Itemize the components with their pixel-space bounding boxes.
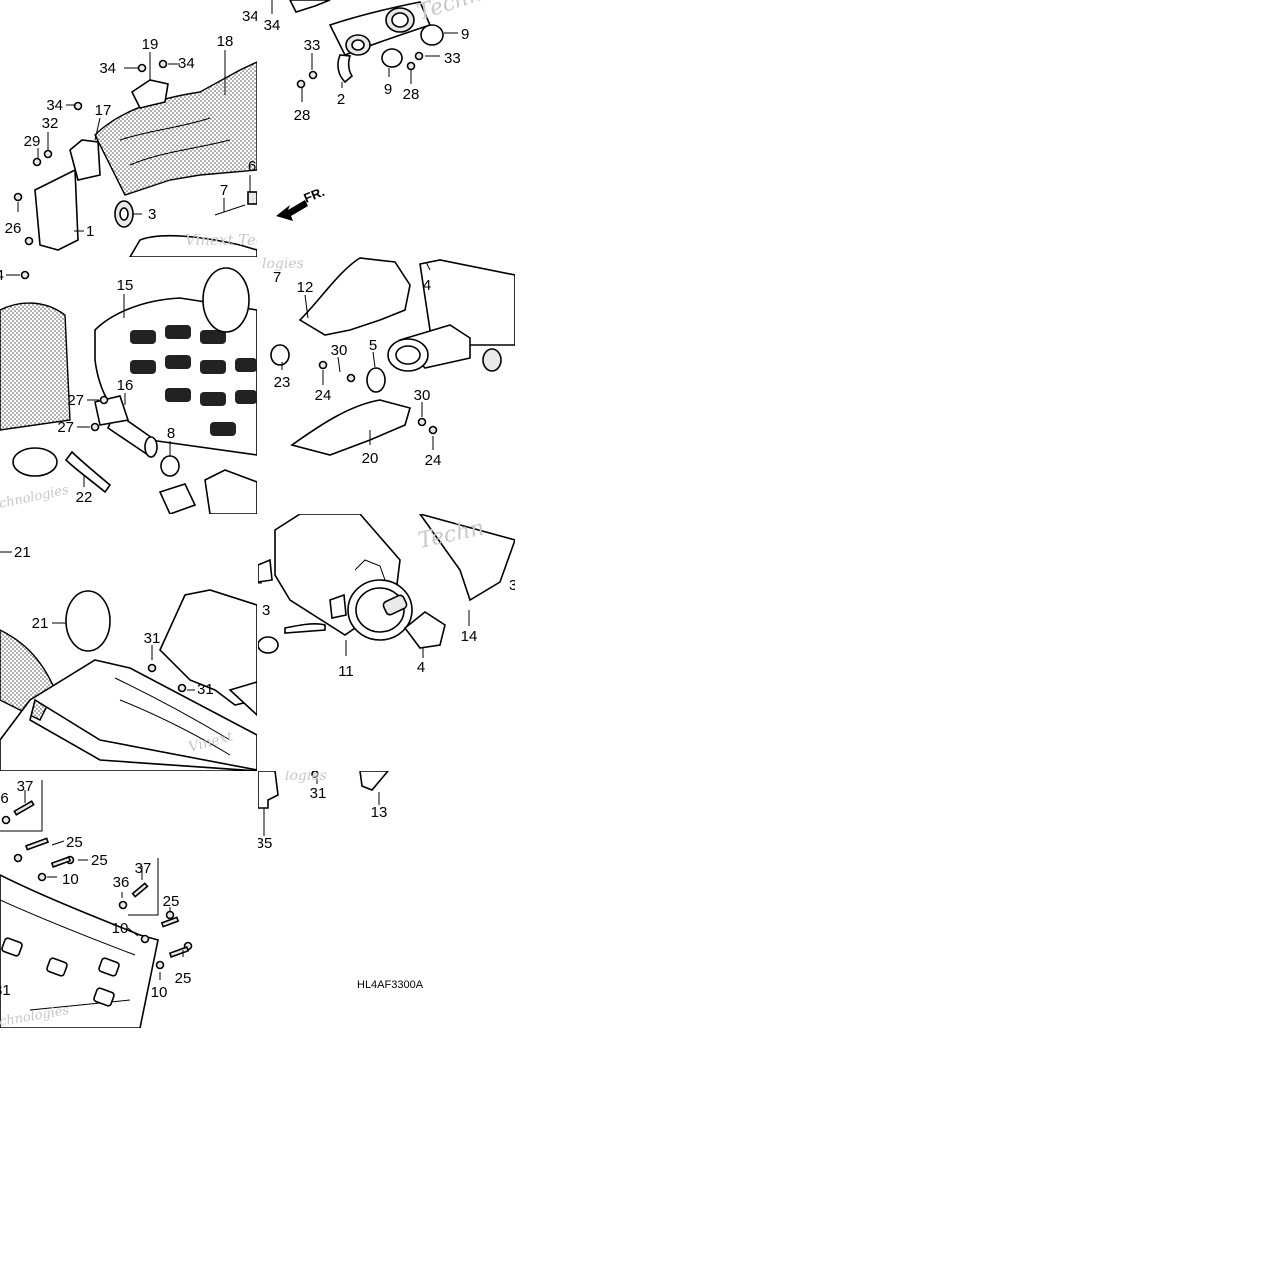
- callout: 19: [142, 36, 159, 53]
- callout: 7: [273, 269, 281, 286]
- callout: 10: [230, 581, 247, 598]
- callout: 34: [178, 55, 195, 72]
- callout: 37: [17, 778, 34, 795]
- callout: 34: [46, 97, 63, 114]
- callout: 17: [95, 102, 112, 119]
- callout: 5: [369, 337, 377, 354]
- watermark: chnologies: [0, 482, 70, 511]
- callout: 37: [135, 860, 152, 877]
- callout: 9: [461, 26, 469, 43]
- callout: 29: [24, 133, 41, 150]
- diagram-code: HL4AF3300A: [357, 979, 424, 991]
- callout: 2: [337, 91, 345, 108]
- callout: 28: [403, 86, 420, 103]
- front-direction-arrow-icon: FR.: [276, 184, 327, 221]
- callout: 16: [117, 377, 134, 394]
- callout: 10: [112, 920, 129, 937]
- callout: 6: [248, 158, 256, 175]
- tile-mid-pipe: 7 12 4 30 5 23 24 30 20 24 logies: [262, 256, 515, 469]
- tile-bracket-parts: 31 13 35 logies: [256, 768, 390, 852]
- callout: 13: [371, 804, 388, 821]
- callout: 36: [0, 790, 9, 807]
- callout: 4: [417, 659, 425, 676]
- callout: 3: [148, 206, 156, 223]
- callout: 21: [32, 615, 49, 632]
- callout: 26: [5, 220, 22, 237]
- callout: 22: [76, 489, 93, 506]
- front-arrow-label: FR.: [302, 184, 327, 206]
- tile-heat-shield-upper: 34 19 34 18 34 34 17 32 29 6 7 3 26 1 Vi…: [5, 8, 265, 257]
- watermark: Techno: [414, 0, 498, 26]
- callout: 9: [384, 81, 392, 98]
- tile-muffler: 3 10 3 11 4 14 3 Techn: [230, 514, 517, 680]
- callout: 30: [414, 387, 431, 404]
- callout: 18: [217, 33, 234, 50]
- callout: 1: [86, 223, 94, 240]
- callout: 25: [175, 970, 192, 987]
- callout: 10: [151, 984, 168, 1001]
- callout: 14: [461, 628, 478, 645]
- callout: 4: [423, 277, 431, 294]
- tile-catalytic-converter-shield: 4 15 16 27 27 8 22 chnologies: [0, 267, 257, 514]
- callout: 33: [444, 50, 461, 67]
- callout: 24: [425, 452, 442, 469]
- callout: 11: [338, 663, 354, 680]
- watermark: Vinext Tec: [185, 231, 265, 249]
- callout: 25: [163, 893, 180, 910]
- callout: 31: [144, 630, 161, 647]
- callout: 34: [99, 60, 116, 77]
- callout: 35: [256, 835, 273, 852]
- callout: 3: [262, 602, 270, 619]
- callout: 34: [264, 17, 281, 34]
- callout: 8: [167, 425, 175, 442]
- watermark: logies: [285, 768, 327, 784]
- callout: 15: [117, 277, 134, 294]
- callout: 31: [0, 982, 11, 999]
- callout: 27: [67, 392, 84, 409]
- callout: 20: [362, 450, 379, 467]
- tile-rear-shield: 21 21 31 31 3 4 Vinext: [0, 544, 267, 771]
- callout: 36: [113, 874, 130, 891]
- callout: 24: [315, 387, 332, 404]
- callout: 27: [57, 419, 74, 436]
- callout: 34: [242, 8, 259, 25]
- callout: 32: [42, 115, 59, 132]
- callout: 3: [509, 577, 517, 594]
- callout: 10: [62, 871, 79, 888]
- grid-gaps: [257, 0, 258, 1028]
- callout: 31: [310, 785, 327, 802]
- callout: 31: [197, 681, 214, 698]
- watermark: logies: [262, 256, 304, 272]
- callout: 21: [14, 544, 31, 561]
- callout: 30: [331, 342, 348, 359]
- callout: 4: [259, 684, 267, 701]
- callout: 28: [294, 107, 311, 124]
- callout: 25: [91, 852, 108, 869]
- callout: 23: [274, 374, 291, 391]
- callout: 7: [220, 182, 228, 199]
- tile-front-pipe: 34 33 9 33 2 9 28 28 FR. Techno: [264, 0, 498, 221]
- callout: 12: [297, 279, 314, 296]
- tile-under-cover: 37 36 25 25 10 37 36 25 10 10 25 31 chno…: [0, 778, 193, 1028]
- callout: 33: [304, 37, 321, 54]
- callout: 25: [66, 834, 83, 851]
- callout: 4: [0, 267, 4, 284]
